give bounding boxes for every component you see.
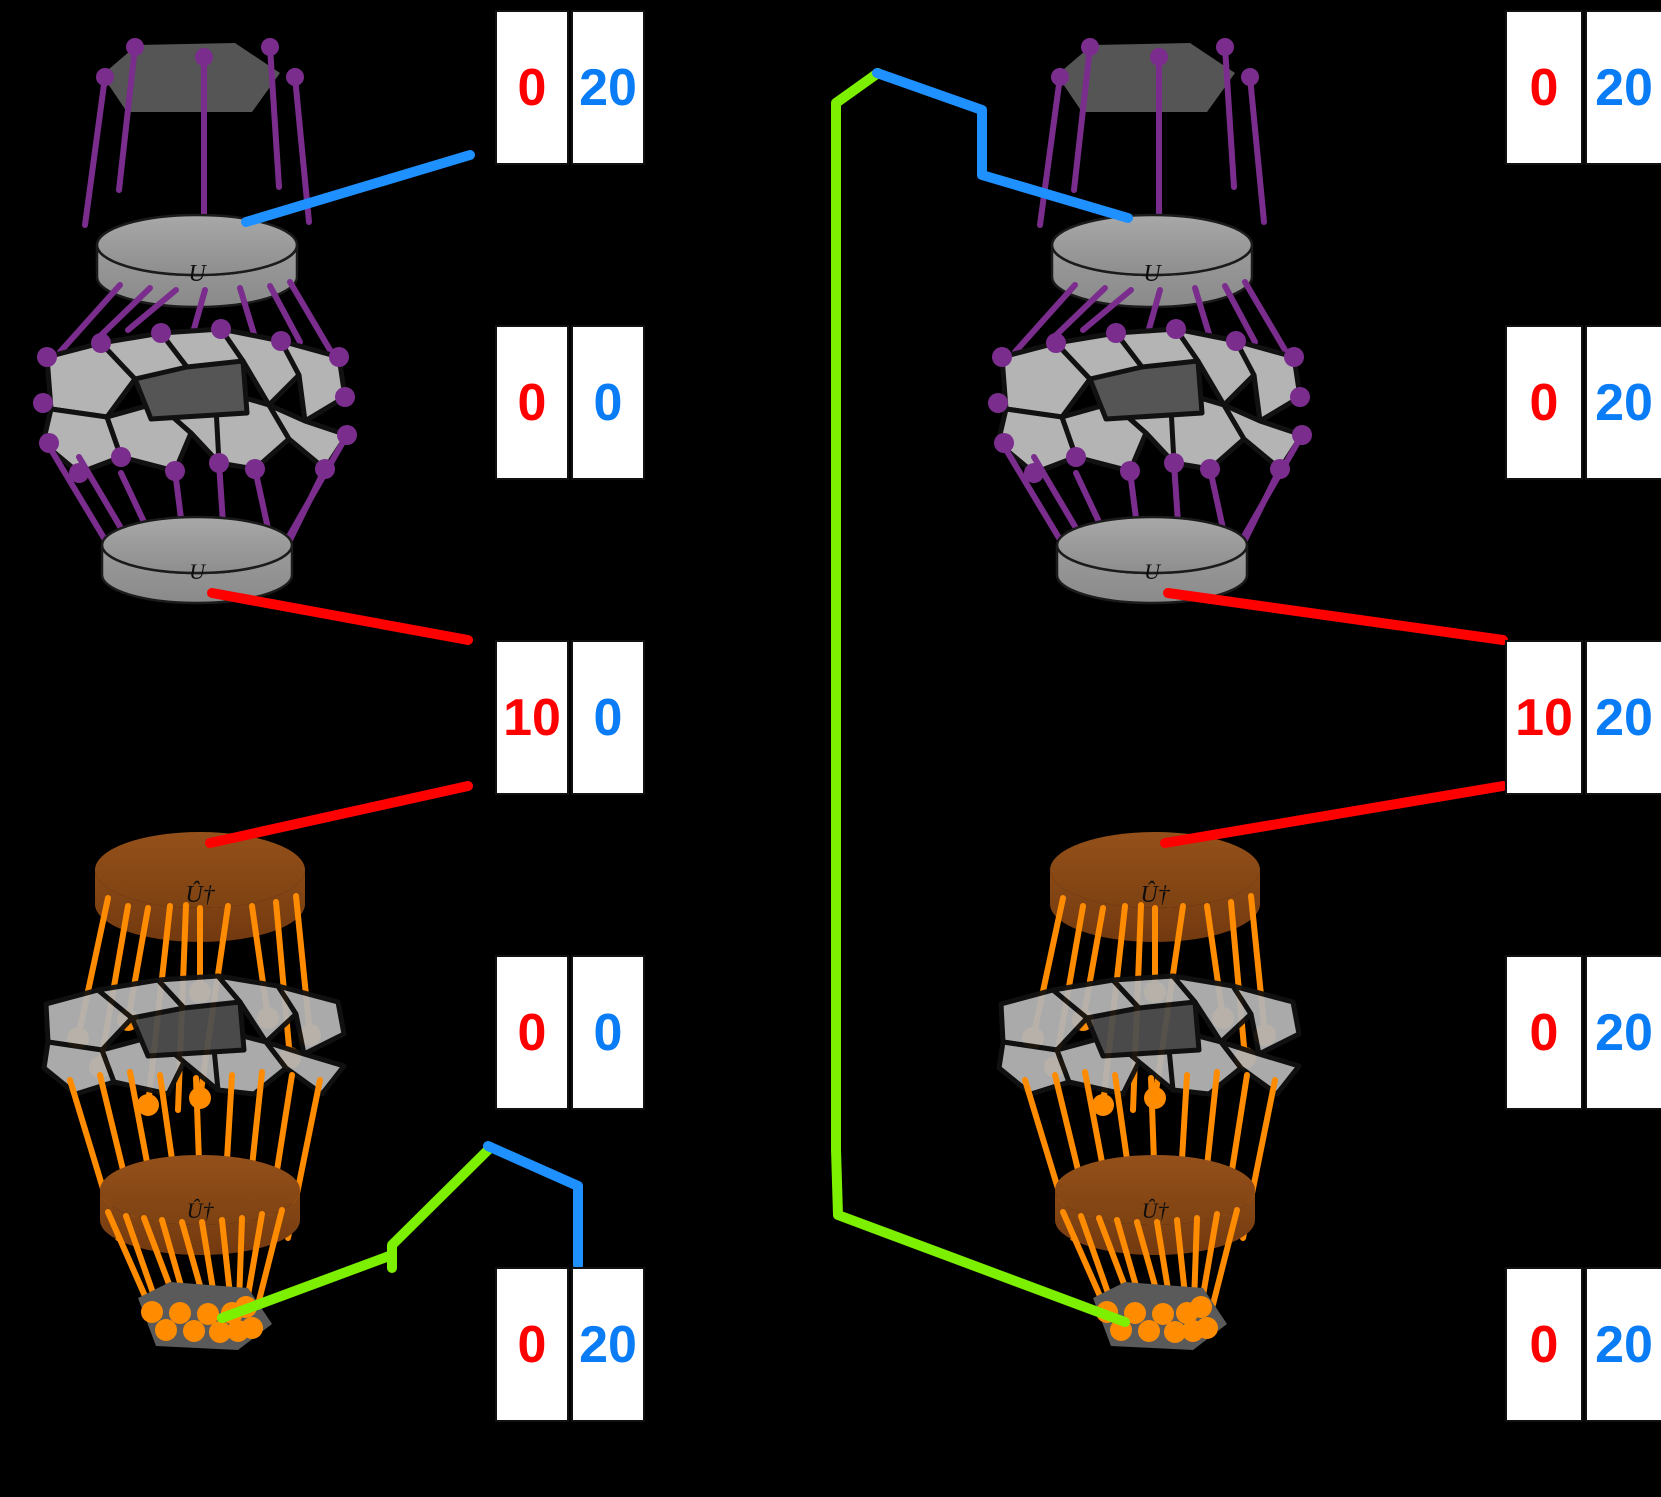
counter-red-value: 0 <box>495 325 569 480</box>
right-counter-box-1[interactable]: 0 20 <box>1505 10 1661 165</box>
svg-text:Û†: Û† <box>1140 881 1170 908</box>
counter-red-value: 10 <box>495 640 569 795</box>
counter-red-value: 0 <box>495 1267 569 1422</box>
svg-text:Û†: Û† <box>185 881 215 908</box>
counter-red-value: 10 <box>1505 640 1583 795</box>
counter-red-value: 0 <box>1505 955 1583 1110</box>
left-counter-box-1[interactable]: 0 20 <box>495 10 645 165</box>
counter-blue-value: 20 <box>1585 640 1661 795</box>
counter-blue-value: 0 <box>571 325 645 480</box>
svg-text:U: U <box>189 559 207 584</box>
right-upper-wires <box>1012 279 1288 355</box>
left-upper-U-gate-module <box>85 38 309 307</box>
counter-blue-value: 20 <box>1585 1267 1661 1422</box>
right-lower-Udag-gate: Û† <box>1055 1155 1255 1255</box>
counter-red-value: 0 <box>1505 10 1583 165</box>
counter-blue-value: 0 <box>571 955 645 1110</box>
right-connector-red-lower <box>1160 781 1508 848</box>
counter-blue-value: 20 <box>1585 955 1661 1110</box>
counter-blue-value: 20 <box>1585 325 1661 480</box>
left-connector-red-upper <box>207 588 473 645</box>
left-counter-box-3[interactable]: 10 0 <box>495 640 645 795</box>
right-connector-green-vertical <box>831 68 883 1155</box>
svg-text:Û†: Û† <box>187 1198 215 1223</box>
right-counter-box-3[interactable]: 10 20 <box>1505 640 1661 795</box>
svg-text:U: U <box>1144 559 1162 584</box>
right-counter-box-4[interactable]: 0 20 <box>1505 955 1661 1110</box>
svg-text:Û†: Û† <box>1142 1198 1170 1223</box>
counter-blue-value: 20 <box>1585 10 1661 165</box>
right-counter-box-5[interactable]: 0 20 <box>1505 1267 1661 1422</box>
right-connector-red-upper <box>1163 588 1508 645</box>
left-connector-green <box>217 1143 495 1323</box>
counter-blue-value: 0 <box>571 640 645 795</box>
left-lower-Udag-gate: Û† <box>100 1155 300 1255</box>
right-counter-box-2[interactable]: 0 20 <box>1505 325 1661 480</box>
left-connector-blue-bottom <box>483 1141 583 1270</box>
left-bottom-dots <box>141 1296 263 1343</box>
right-upper-U-gate-module <box>1040 38 1264 307</box>
counter-red-value: 0 <box>495 10 569 165</box>
left-upper-wires <box>57 279 333 355</box>
counter-red-value: 0 <box>1505 325 1583 480</box>
counter-blue-value: 20 <box>571 1267 645 1422</box>
left-connector-blue-top <box>241 150 475 227</box>
left-counter-box-5[interactable]: 0 20 <box>495 1267 645 1422</box>
left-connector-red-lower <box>205 781 473 848</box>
right-lower-U-gate: U <box>1055 515 1249 605</box>
right-panel-graphics: U Û† <box>831 38 1508 1350</box>
counter-blue-value: 20 <box>571 10 645 165</box>
left-counter-box-2[interactable]: 0 0 <box>495 325 645 480</box>
counter-red-value: 0 <box>495 955 569 1110</box>
left-lower-U-gate: U <box>100 515 294 605</box>
left-counter-box-4[interactable]: 0 0 <box>495 955 645 1110</box>
right-connector-green-bottom <box>831 1145 1130 1327</box>
counter-red-value: 0 <box>1505 1267 1583 1422</box>
left-panel-graphics: U Û† <box>33 38 583 1350</box>
right-connector-blue-path <box>872 68 1133 223</box>
